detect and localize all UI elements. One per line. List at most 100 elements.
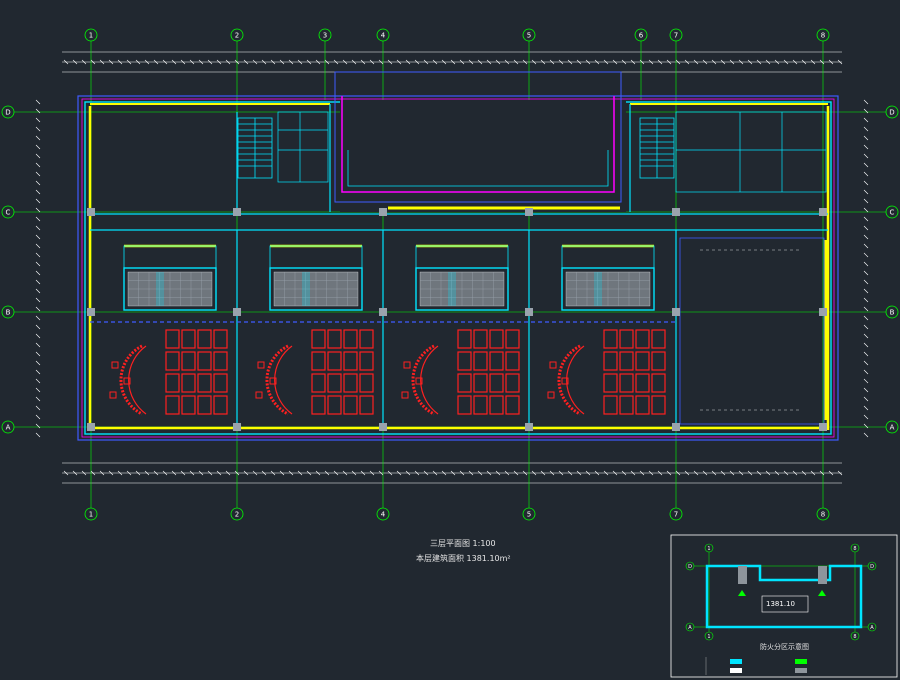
classroom-unit bbox=[269, 244, 363, 311]
axis-bubble-top-4: 4 bbox=[376, 28, 390, 42]
desk bbox=[489, 373, 504, 393]
column bbox=[233, 423, 241, 431]
axis-bubble-bottom-1: 1 bbox=[84, 507, 98, 521]
axis-bubble-bottom-4: 4 bbox=[376, 507, 390, 521]
svg-text:A: A bbox=[870, 625, 874, 631]
svg-text:8: 8 bbox=[853, 634, 856, 640]
dimension-ticks bbox=[35, 59, 869, 476]
svg-text:1: 1 bbox=[707, 634, 710, 640]
desk bbox=[505, 351, 520, 371]
arc-seat-group bbox=[401, 344, 439, 416]
desk bbox=[457, 395, 472, 415]
arc-seat-group bbox=[547, 344, 585, 416]
desk bbox=[197, 373, 212, 393]
axis-bubble-left-D: D bbox=[1, 105, 15, 119]
svg-text:1: 1 bbox=[89, 511, 93, 519]
axis-bubble-right-C: C bbox=[885, 205, 899, 219]
floor-area-label: 本层建筑面积 1381.10m² bbox=[416, 554, 511, 563]
desk bbox=[651, 395, 666, 415]
inset-axis-bubble: 8 bbox=[850, 631, 860, 641]
desk bbox=[165, 329, 180, 349]
axis-bubble-top-7: 7 bbox=[669, 28, 683, 42]
desk bbox=[603, 395, 618, 415]
column bbox=[819, 423, 827, 431]
desk bbox=[343, 395, 358, 415]
desk bbox=[197, 351, 212, 371]
desk bbox=[327, 395, 342, 415]
svg-text:1: 1 bbox=[707, 546, 710, 552]
axis-bubble-top-3: 3 bbox=[318, 28, 332, 42]
desk bbox=[327, 373, 342, 393]
desk bbox=[603, 329, 618, 349]
toilet-block bbox=[277, 111, 329, 183]
axis-bubble-top-2: 2 bbox=[230, 28, 244, 42]
desk bbox=[327, 329, 342, 349]
desk bbox=[457, 329, 472, 349]
desk bbox=[311, 395, 326, 415]
column bbox=[672, 423, 680, 431]
column bbox=[379, 423, 387, 431]
svg-text:3: 3 bbox=[323, 32, 327, 40]
svg-text:1: 1 bbox=[89, 32, 93, 40]
axis-bubble-bottom-8: 8 bbox=[816, 507, 830, 521]
svg-text:2: 2 bbox=[235, 511, 239, 519]
desk bbox=[343, 351, 358, 371]
column bbox=[87, 308, 95, 316]
column bbox=[525, 308, 533, 316]
desk bbox=[635, 395, 650, 415]
arc-seat-group bbox=[109, 344, 147, 416]
desk bbox=[489, 329, 504, 349]
desk bbox=[165, 373, 180, 393]
inset-axis-bubble: D bbox=[685, 561, 695, 571]
inset-area-label: 1381.10 bbox=[766, 600, 795, 608]
desk bbox=[359, 329, 374, 349]
column bbox=[87, 423, 95, 431]
desk bbox=[651, 329, 666, 349]
desk bbox=[651, 373, 666, 393]
svg-text:8: 8 bbox=[821, 511, 825, 519]
desk bbox=[197, 395, 212, 415]
desk bbox=[505, 329, 520, 349]
classroom-unit bbox=[415, 244, 509, 311]
desk bbox=[603, 351, 618, 371]
inset-title: 防火分区示意图 bbox=[760, 643, 809, 651]
column bbox=[233, 308, 241, 316]
svg-text:C: C bbox=[890, 209, 895, 217]
svg-text:8: 8 bbox=[853, 546, 856, 552]
stair-left bbox=[237, 117, 273, 179]
desk bbox=[359, 373, 374, 393]
inset-axis-bubble: 1 bbox=[704, 543, 714, 553]
column bbox=[379, 308, 387, 316]
desk bbox=[489, 351, 504, 371]
desk bbox=[505, 395, 520, 415]
axis-bubble-top-5: 5 bbox=[522, 28, 536, 42]
axis-bubble-bottom-5: 5 bbox=[522, 507, 536, 521]
svg-text:B: B bbox=[6, 309, 11, 317]
desk bbox=[165, 351, 180, 371]
inset-axis-bubble: D bbox=[867, 561, 877, 571]
desk bbox=[197, 329, 212, 349]
svg-text:5: 5 bbox=[527, 32, 531, 40]
column bbox=[672, 308, 680, 316]
arc-seat-group bbox=[255, 344, 293, 416]
axis-bubble-top-1: 1 bbox=[84, 28, 98, 42]
svg-text:4: 4 bbox=[381, 32, 386, 40]
desk bbox=[473, 351, 488, 371]
svg-text:D: D bbox=[5, 109, 10, 117]
axis-bubble-left-B: B bbox=[1, 305, 15, 319]
desk bbox=[619, 395, 634, 415]
desk bbox=[311, 329, 326, 349]
axis-bubble-left-A: A bbox=[1, 420, 15, 434]
axis-bubble-top-6: 6 bbox=[634, 28, 648, 42]
desk bbox=[635, 373, 650, 393]
svg-text:7: 7 bbox=[674, 32, 678, 40]
desk bbox=[213, 351, 228, 371]
svg-text:A: A bbox=[890, 424, 895, 432]
stair-right bbox=[639, 117, 675, 179]
drawing-title: 三层平面图 1:100 bbox=[430, 539, 496, 548]
classroom-units bbox=[123, 244, 655, 311]
desk bbox=[359, 351, 374, 371]
